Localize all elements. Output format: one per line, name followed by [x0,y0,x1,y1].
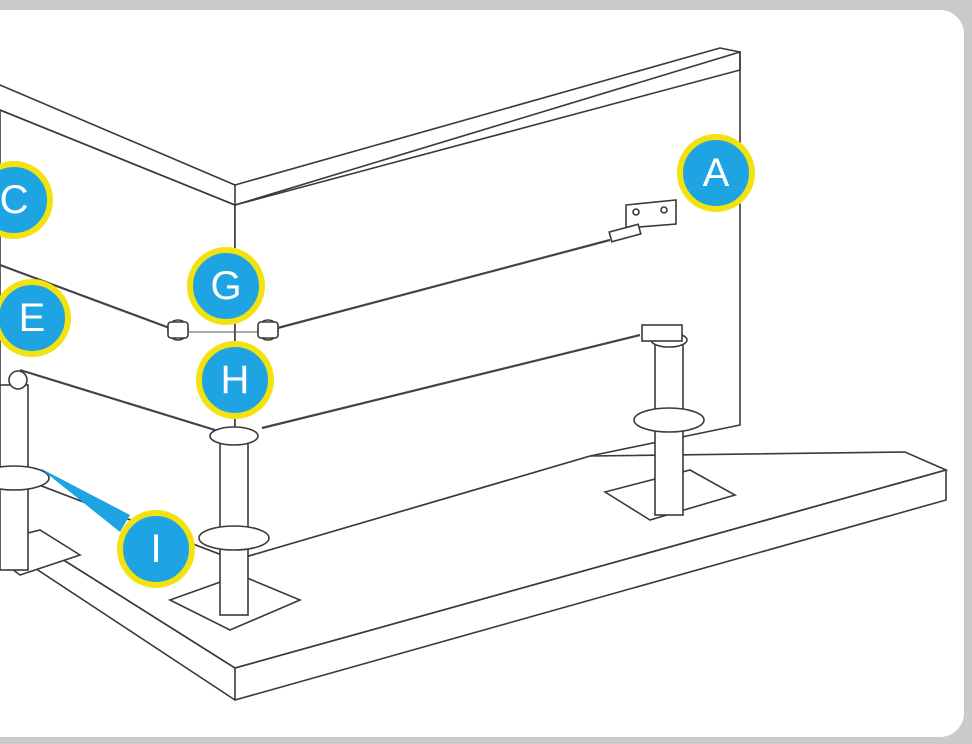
wall-bracket [608,199,677,243]
left-post [0,370,82,576]
detail-circle-upper [628,236,716,324]
upper-wire [0,238,611,333]
callout-h: H [196,341,274,419]
callout-c-label: C [0,178,28,222]
callout-a: A [677,134,755,212]
callout-g-label: G [210,264,241,308]
callout-e-label: E [19,296,46,340]
corner-walls [0,47,741,562]
callout-h-label: H [221,358,250,402]
callout-g: G [187,247,265,325]
right-post [602,324,738,521]
corner-tensioners [167,319,279,341]
detail-circle-lower [556,348,640,432]
callout-i: I [117,510,195,588]
corner-post [167,426,303,631]
callout-i-label: I [150,527,161,571]
callout-c: C [0,161,53,239]
callout-a-label: A [703,151,730,195]
lower-wire [19,333,641,432]
callout-i-pointer [40,468,130,532]
callout-e: E [0,279,71,357]
